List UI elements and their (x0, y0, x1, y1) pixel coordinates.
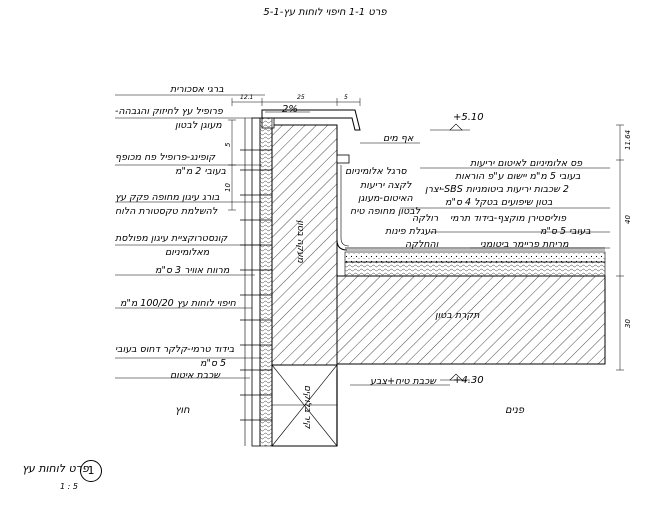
side-outside: חוץ (175, 405, 190, 416)
label-aluminum-bar: סרגל אלומיניום (345, 166, 407, 177)
label-rolka: רולקה (412, 213, 439, 224)
label-waterproofing: שכבת איטום (170, 370, 221, 381)
label-stainless-screws: ברגי אסכורית (170, 84, 224, 95)
dim-left-1: 5 (224, 142, 232, 147)
dimension-lines (228, 98, 624, 381)
label-wood-profile: פרופיל עץ לחיזוק והגבהה- (115, 106, 223, 117)
concrete-slab (336, 275, 606, 365)
label-anchor-bolt: בורג עיגון מחופה פקק עץ (115, 192, 220, 203)
label-thermal-insulation: בידוד טרמי-קלקר דחוס בעובי (115, 344, 235, 355)
sheet-number-badge: 1 (80, 460, 102, 482)
concrete-parapet (271, 124, 338, 366)
elevation-markers (449, 123, 463, 381)
slope-percent: 2% (282, 104, 298, 115)
label-aluminum-bar-note-2: האיטום-מעוגן (358, 193, 413, 204)
label-rolka-note-1: העגלת פינות (385, 226, 437, 237)
label-insulation-thickness: 5 ס"מ (200, 358, 227, 369)
wood-cladding (244, 117, 273, 447)
dim-right-2: 40 (624, 215, 632, 224)
label-anchor-bolt-note: להשלמת טקסטורת הלוח (115, 206, 218, 217)
label-aluminum-bar-note-3: לבטון מחופה טיח (350, 206, 421, 217)
detail-title: פרט 1-1 חיפוי לוחות עץ-5-1 (263, 7, 387, 18)
dim-right-1: 11.64 (624, 129, 632, 150)
label-aluminum-structure: קונסטרוקציית עיגון מפולסת (115, 233, 228, 244)
label-concrete-parapet: מעקה בטון (295, 220, 305, 263)
label-plaster-paint: שכבת טיח+צבע (370, 376, 437, 387)
label-primer: מריחת פריימר ביטומני (480, 239, 569, 250)
dim-left-2: 10 (224, 183, 232, 192)
label-polystyrene-thickness: בעובי 5 ס"מ (540, 226, 591, 237)
label-aluminum-bar-note-1: לקצה יריעות (360, 180, 412, 191)
label-bitumen-sheets: 2 שכבות יריעות ביטומניות SBS-יצרן (425, 184, 569, 195)
label-drip: אף מים (383, 133, 414, 144)
label-concrete-slab: תקרת בטון (435, 310, 480, 321)
anchor-bolts (240, 149, 272, 421)
dim-top-3: 5 (344, 94, 348, 101)
elevation-bottom: +4.30 (453, 375, 484, 386)
label-wood-cladding: חיפוי לוחות עץ 100/20 מ"מ (120, 298, 236, 309)
label-aluminum: מאלומיניום (165, 247, 210, 258)
leader-lines (115, 94, 610, 386)
side-inside: פנים (505, 405, 525, 416)
dim-right-3: 30 (624, 319, 632, 328)
label-polystyrene: פוליסטירן מוקצף-בידוד תרמי (450, 213, 567, 224)
label-wood-profile-anchor: מעוגן לבטון (175, 120, 222, 131)
label-block-wall: קיר בלוקים (302, 385, 312, 429)
label-coping: קופינג-פרופיל פח מכופף (115, 152, 216, 163)
elevation-top: +5.10 (453, 112, 484, 123)
dim-top-2: 25 (297, 94, 305, 101)
label-aluminum-strip: פס אלומיניום לאיטום יריעות (470, 158, 583, 169)
label-rolka-note-2: והחלקה (405, 239, 439, 250)
sheet-title: פרט לוחות עץ (22, 462, 89, 475)
label-coping-thickness: בעובי 2 מ"מ (175, 166, 227, 177)
label-slope-concrete: בטון שיפועים בטקל 4 ס"מ (445, 197, 553, 208)
dim-top-1: 12.1 (240, 94, 254, 101)
sheet-scale: 1 : 5 (60, 482, 78, 491)
label-aluminum-strip-note: בעובי 5 מ"מ יישום ע"פ הוראות (455, 171, 581, 182)
label-air-gap: מרווח אוויר 3 ס"מ (155, 265, 230, 276)
